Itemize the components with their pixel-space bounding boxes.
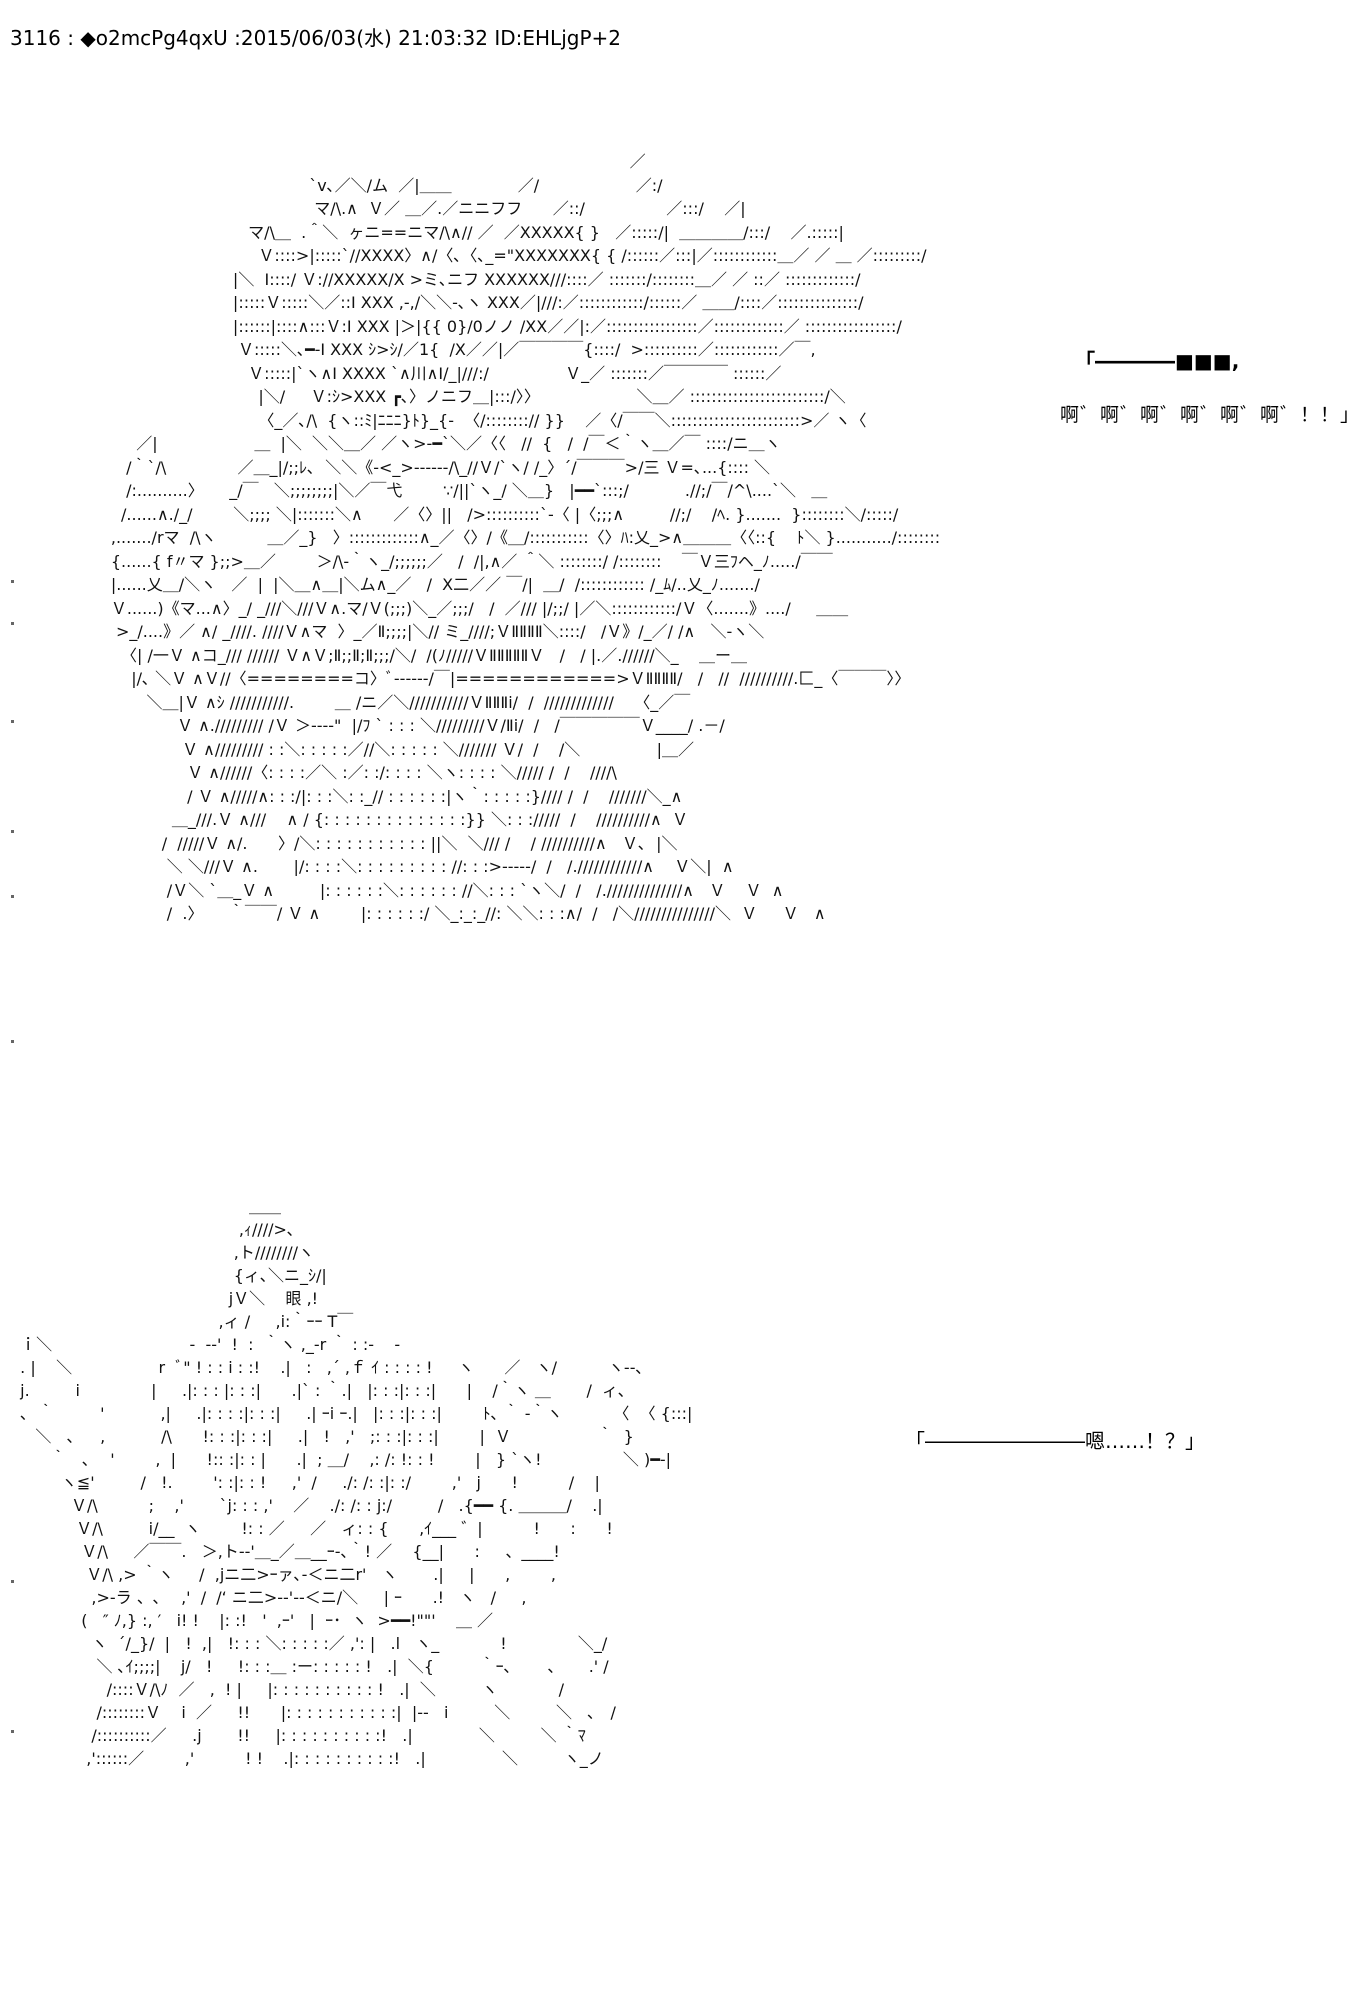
margin-dot	[11, 622, 14, 625]
ascii-art-scene-1: ／ `v､／＼/ム ／|＿＿ ／/ ／:/ マ/\.∧ Ｖ／ ＿／.／ニニフフ …	[110, 152, 941, 923]
dialogue-scream-line-1: 「――――■■■,	[1075, 349, 1240, 373]
dialogue-scream-line-2: 啊゛啊゛啊゛啊゛啊゛啊゛！！」	[1060, 404, 1350, 426]
margin-dot	[11, 1730, 14, 1733]
post-header: 3116 : ◆o2mcPg4qxU :2015/06/03(水) 21:03:…	[10, 26, 621, 50]
margin-dot	[11, 720, 14, 723]
margin-dot	[11, 580, 14, 583]
margin-dot	[11, 895, 14, 898]
left-margin-dots	[11, 580, 17, 1780]
ascii-art-scene-2: ＿＿ ,ｨ////>､ ,ト////////ヽ {ィ､＼ニ_ｼ/|	[20, 1197, 693, 1768]
dialogue-surprise: 「――――――――嗯……！？」	[905, 1429, 1205, 1453]
margin-dot	[11, 1580, 14, 1583]
margin-dot	[11, 830, 14, 833]
margin-dot	[11, 1040, 14, 1043]
